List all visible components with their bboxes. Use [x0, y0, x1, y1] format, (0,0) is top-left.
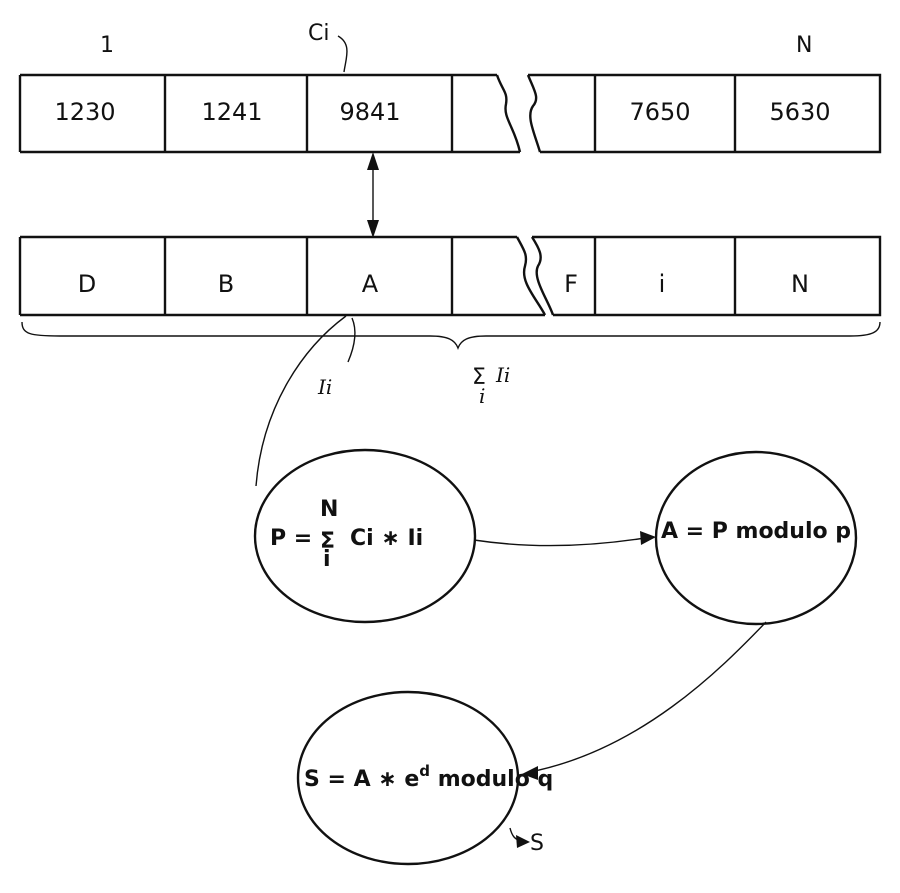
bottom-array: D B A F i N Ii Σ i Ii — [18, 235, 882, 408]
bottom-break-left — [515, 236, 547, 316]
bottom-cell-5: F — [564, 270, 578, 298]
top-cell-7: 5630 — [769, 98, 830, 126]
compute-s-exponent: d — [419, 762, 430, 780]
compute-s-rhs: modulo q — [430, 767, 553, 792]
output-label: S — [530, 831, 544, 856]
bottom-cell-2: B — [218, 270, 234, 298]
compute-p-sum-symbol: Σ — [320, 529, 335, 554]
compute-p-lhs: P = — [270, 526, 312, 551]
compute-p-lower: i — [323, 547, 331, 572]
element-label: Ii — [317, 375, 332, 399]
top-cell-1: 1230 — [54, 98, 115, 126]
arrow-p-to-a — [473, 531, 656, 547]
top-index-pointer — [337, 35, 348, 73]
top-cell-2: 1241 — [201, 98, 262, 126]
top-array-right-outline — [528, 73, 882, 154]
element-pointer — [347, 317, 356, 363]
top-cell-3: 9841 — [339, 98, 400, 126]
compute-s-lhs: S = A ∗ e — [304, 767, 419, 792]
sum-index: i — [479, 384, 485, 408]
bottom-break-right — [530, 236, 555, 316]
bottom-cell-1: D — [78, 270, 96, 298]
bottom-cell-3: A — [362, 270, 379, 298]
compute-a-text: A = P modulo p — [661, 519, 851, 544]
bottom-cell-6: i — [659, 270, 666, 298]
top-array-left-outline — [18, 73, 520, 154]
output-arrow: S — [509, 827, 544, 856]
top-break-left — [495, 74, 522, 153]
top-array-index-first: 1 — [100, 33, 114, 58]
array-sum-brace — [21, 321, 881, 350]
bottom-array-dividers — [163, 237, 737, 315]
bottom-array-right-outline — [532, 235, 882, 317]
compute-a-node: A = P modulo p — [654, 450, 858, 626]
arrow-a-to-s — [522, 621, 767, 780]
top-array-index-selected: Ci — [308, 21, 329, 46]
compute-p-node: P = Σ N i Ci ∗ Ii — [253, 448, 477, 624]
bottom-cell-7: N — [791, 270, 809, 298]
top-cell-6: 7650 — [629, 98, 690, 126]
correspondence-arrow — [367, 152, 379, 238]
compute-s-text: S = A ∗ ed modulo q — [304, 762, 553, 792]
compute-p-term: Ci ∗ Ii — [350, 526, 423, 551]
bottom-array-left-outline — [18, 235, 545, 317]
top-array-dividers — [163, 75, 737, 152]
compute-p-upper: N — [320, 497, 338, 522]
sum-symbol: Σ — [472, 365, 486, 390]
compute-s-node: S = A ∗ ed modulo q — [296, 690, 553, 866]
sum-term: Ii — [495, 363, 510, 387]
top-break-right — [526, 74, 542, 153]
element-to-compute-line — [255, 315, 347, 487]
top-array: 1 Ci N 1230 1241 9841 7650 5630 — [18, 21, 882, 154]
top-array-index-last: N — [796, 33, 812, 58]
